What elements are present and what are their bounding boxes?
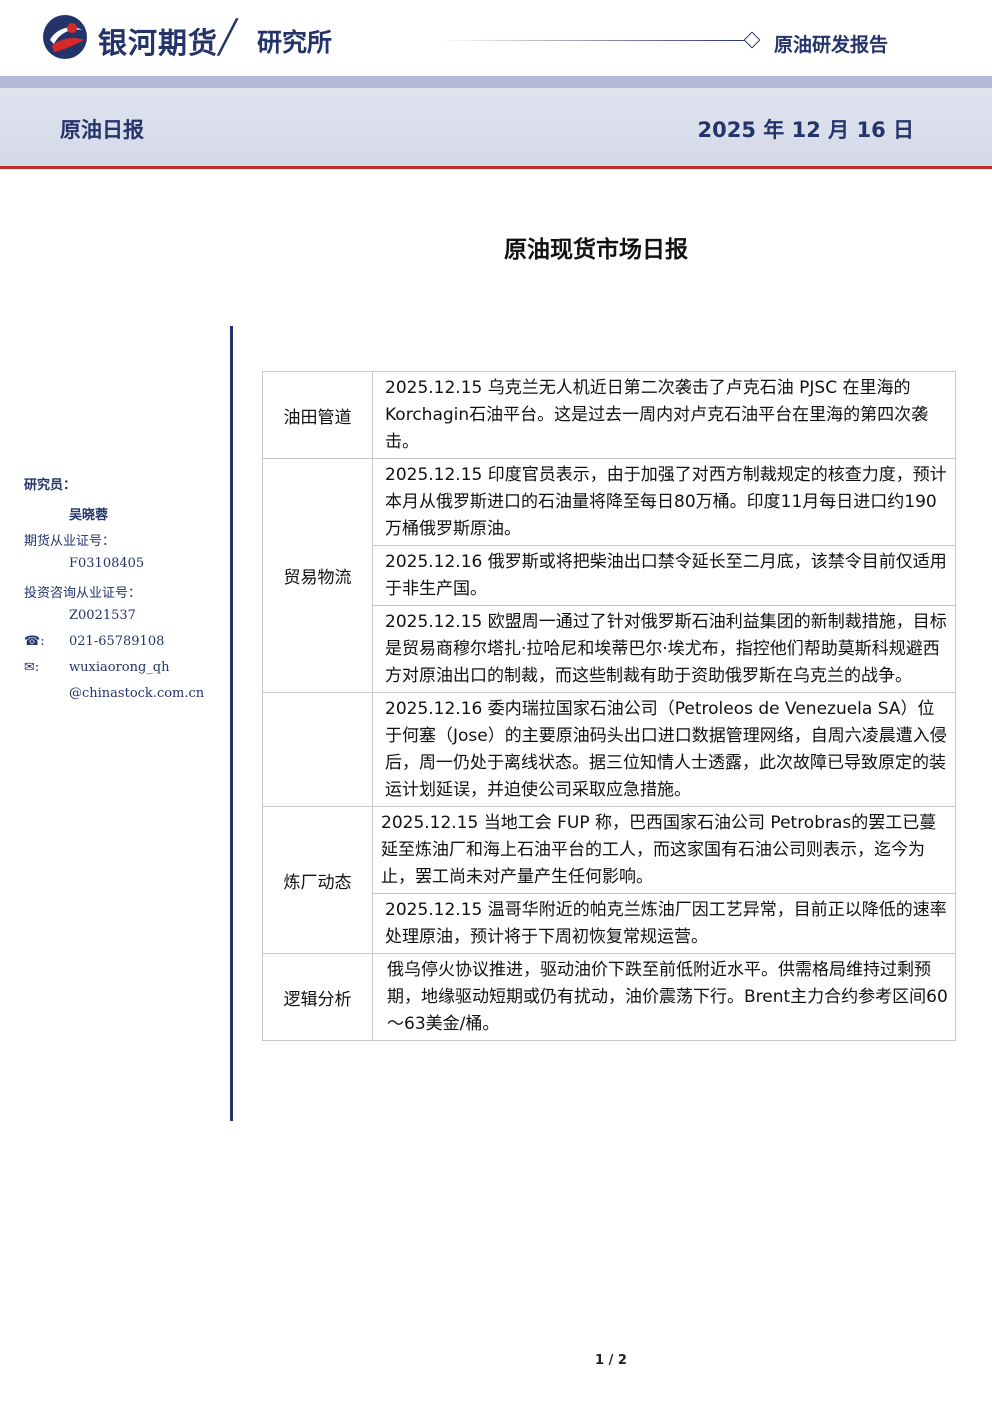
header-red-rule <box>0 166 992 169</box>
table-row: 2025.12.16 俄罗斯或将把柴油出口禁令延长至二月底，该禁令目前仅适用于非… <box>263 545 956 606</box>
table-row: 贸易物流 2025.12.15 印度官员表示，由于加强了对西方制裁规定的核查力度… <box>262 458 956 693</box>
email-line-2[interactable]: @chinastock.com.cn <box>69 686 205 701</box>
mail-icon: ✉: <box>24 660 40 675</box>
diamond-icon <box>743 31 761 49</box>
table-row: 2025.12.16 委内瑞拉国家石油公司（Petroleos de Venez… <box>262 692 956 807</box>
sidebar-divider <box>230 326 233 1121</box>
header-rule <box>440 40 748 41</box>
report-type: 原油研发报告 <box>774 34 889 56</box>
table-row: 炼厂动态 2025.12.15 当地工会 FUP 称，巴西国家石油公司 Petr… <box>262 806 956 954</box>
researcher-label: 研究员： <box>24 478 77 493</box>
band-title: 原油日报 <box>60 118 144 142</box>
table-row: 2025.12.15 欧盟周一通过了针对俄罗斯石油利益集团的新制裁措施，目标是贸… <box>263 605 956 693</box>
phone-number: 021-65789108 <box>69 634 165 649</box>
institute-name: 研究所 <box>257 28 333 57</box>
email-line-1[interactable]: wuxiaorong_qh <box>69 660 170 675</box>
news-item: 2025.12.16 俄罗斯或将把柴油出口禁令延长至二月底，该禁令目前仅适用于非… <box>372 545 956 606</box>
category-logic: 逻辑分析 <box>262 953 373 1041</box>
header-top-band: 银河期货 ╱ 研究所 原油研发报告 <box>0 0 992 76</box>
invest-cert-label: 投资咨询从业证号： <box>24 586 142 601</box>
logo-divider: ╱ <box>218 18 238 56</box>
news-item: 2025.12.15 乌克兰无人机近日第二次袭击了卢克石油 PJSC 在里海的K… <box>372 371 956 459</box>
company-name: 银河期货 <box>98 26 219 60</box>
table-row: 逻辑分析 俄乌停火协议推进，驱动油价下跌至前低附近水平。供需格局维持过剩预期，地… <box>262 953 956 1041</box>
news-item: 2025.12.15 印度官员表示，由于加强了对西方制裁规定的核查力度，预计本月… <box>372 458 956 546</box>
analysis-text: 俄乌停火协议推进，驱动油价下跌至前低附近水平。供需格局维持过剩预期，地缘驱动短期… <box>372 953 956 1041</box>
header-stripe <box>0 76 992 88</box>
invest-cert: Z0021537 <box>69 608 136 623</box>
news-table: 油田管道 2025.12.15 乌克兰无人机近日第二次袭击了卢克石油 PJSC … <box>262 371 956 1041</box>
futures-cert-label: 期货从业证号： <box>24 534 116 549</box>
category-empty <box>262 692 373 807</box>
page-title: 原油现货市场日报 <box>504 237 688 263</box>
table-row: 油田管道 2025.12.15 乌克兰无人机近日第二次袭击了卢克石油 PJSC … <box>262 371 956 459</box>
table-row: 2025.12.15 温哥华附近的帕克兰炼油厂因工艺异常，目前正以降低的速率处理… <box>263 893 956 954</box>
researcher-name: 吴晓蓉 <box>69 508 109 523</box>
news-item: 2025.12.15 当地工会 FUP 称，巴西国家石油公司 Petrobras… <box>372 806 956 894</box>
category-refinery: 炼厂动态 <box>262 806 373 954</box>
futures-cert: F03108405 <box>69 556 145 571</box>
page-number: 1 / 2 <box>595 1353 627 1368</box>
header-band <box>0 88 992 166</box>
galaxy-logo-icon <box>43 15 87 59</box>
news-item: 2025.12.15 欧盟周一通过了针对俄罗斯石油利益集团的新制裁措施，目标是贸… <box>372 605 956 693</box>
category-trade: 贸易物流 <box>262 458 373 693</box>
news-item: 2025.12.15 温哥华附近的帕克兰炼油厂因工艺异常，目前正以降低的速率处理… <box>372 893 956 954</box>
phone-icon: ☎: <box>24 634 45 649</box>
category-oilfield: 油田管道 <box>262 371 373 459</box>
report-date: 2025 年 12 月 16 日 <box>697 118 914 142</box>
news-item: 2025.12.16 委内瑞拉国家石油公司（Petroleos de Venez… <box>372 692 956 807</box>
